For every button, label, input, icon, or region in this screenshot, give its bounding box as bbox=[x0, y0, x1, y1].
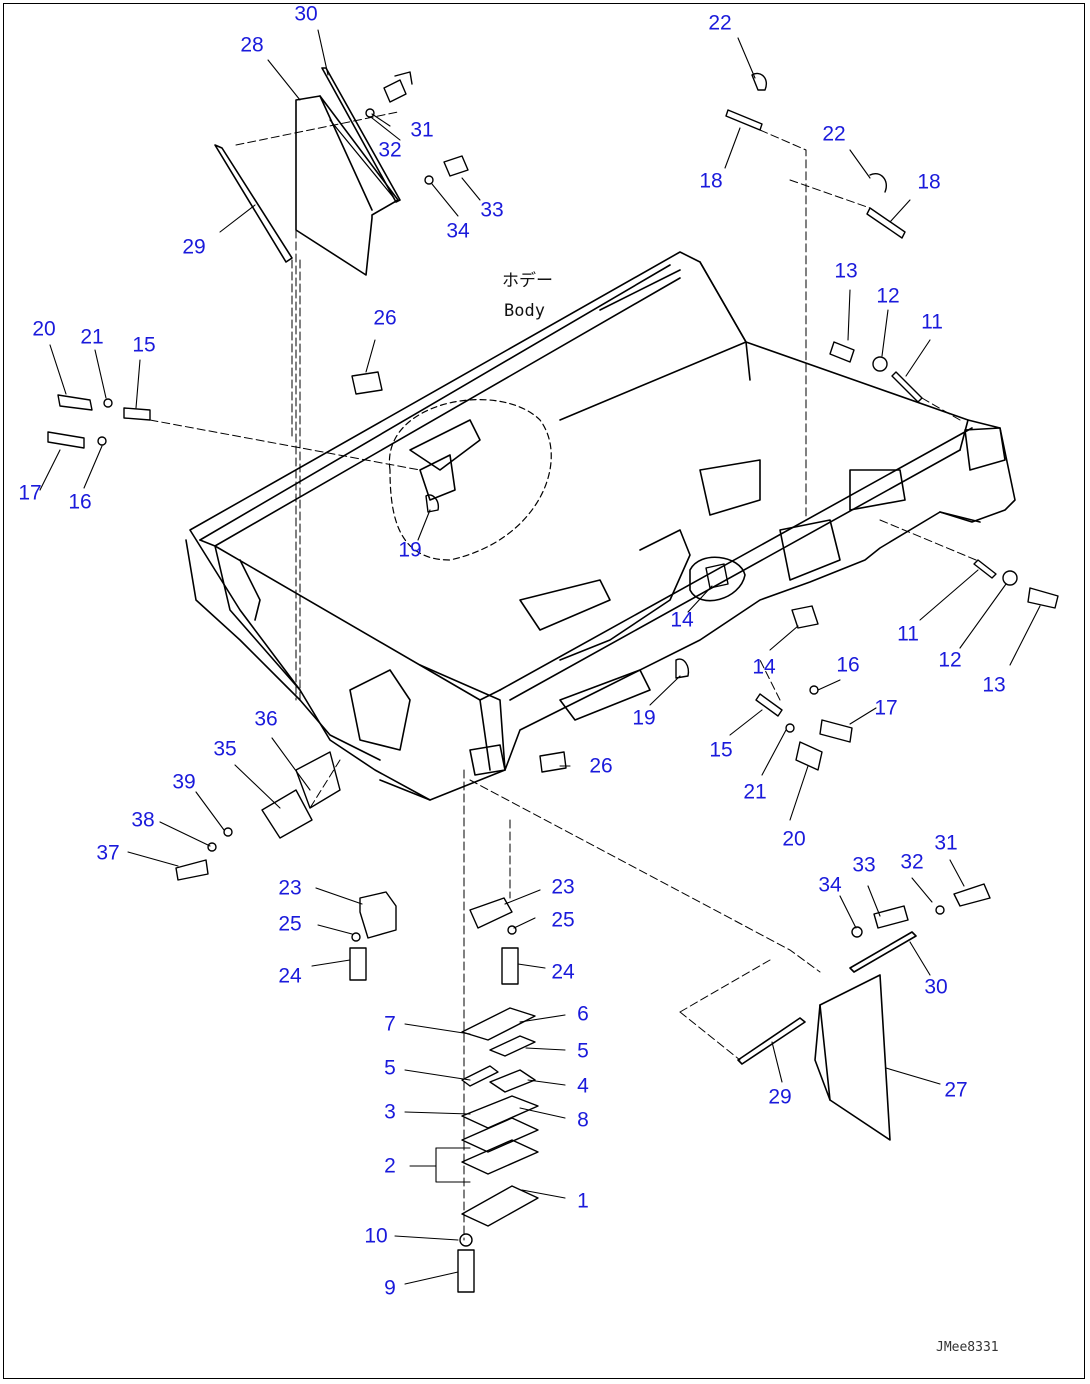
diagram-frame bbox=[3, 3, 1085, 1379]
callout-24b: 24 bbox=[551, 960, 575, 984]
callout-25: 25 bbox=[278, 912, 302, 936]
callout-33b: 33 bbox=[852, 853, 876, 877]
callout-11: 11 bbox=[921, 310, 943, 334]
callout-16: 16 bbox=[68, 490, 92, 514]
callout-24: 24 bbox=[278, 964, 302, 988]
callout-29: 29 bbox=[182, 235, 206, 259]
bracket-left-29 bbox=[214, 144, 293, 263]
callout-4: 4 bbox=[577, 1074, 589, 1098]
bracket-right-29 bbox=[737, 1017, 806, 1065]
body-label-en: Body bbox=[504, 301, 545, 321]
callout-22: 22 bbox=[708, 11, 732, 35]
callout-35: 35 bbox=[213, 737, 237, 761]
callout-6: 6 bbox=[577, 1002, 589, 1026]
callout-31: 31 bbox=[410, 118, 434, 142]
callout-28: 28 bbox=[240, 33, 264, 57]
bracket-right-30 bbox=[849, 931, 917, 973]
callout-19: 19 bbox=[398, 538, 422, 562]
callout-20b: 20 bbox=[782, 827, 806, 851]
callout-8: 8 bbox=[577, 1108, 589, 1132]
callout-2: 2 bbox=[384, 1154, 396, 1178]
callout-18: 18 bbox=[699, 169, 723, 193]
callout-25b: 25 bbox=[551, 908, 575, 932]
flap-upper-left bbox=[295, 95, 399, 276]
bracket-left-30 bbox=[321, 67, 401, 203]
callout-30: 30 bbox=[294, 2, 318, 26]
callout-30b: 30 bbox=[924, 975, 948, 999]
callout-12b: 12 bbox=[938, 648, 962, 672]
callout-33: 33 bbox=[480, 198, 504, 222]
callout-38: 38 bbox=[131, 808, 155, 832]
callout-34b: 34 bbox=[818, 873, 842, 897]
callout-13: 13 bbox=[834, 259, 858, 283]
hardware bbox=[47, 71, 1059, 1293]
callout-18b: 18 bbox=[917, 170, 941, 194]
callout-29b: 29 bbox=[768, 1085, 792, 1109]
callout-26: 26 bbox=[373, 306, 397, 330]
callout-31b: 31 bbox=[934, 831, 958, 855]
callout-23b: 23 bbox=[551, 875, 575, 899]
callout-19b: 19 bbox=[632, 706, 656, 730]
callout-32b: 32 bbox=[900, 850, 924, 874]
callout-10: 10 bbox=[364, 1224, 388, 1248]
callout-27: 27 bbox=[944, 1078, 968, 1102]
callout-5b: 5 bbox=[577, 1039, 589, 1063]
callout-9: 9 bbox=[384, 1276, 396, 1300]
callout-23: 23 bbox=[278, 876, 302, 900]
callout-1: 1 bbox=[577, 1189, 589, 1213]
flap-lower-right bbox=[814, 974, 891, 1141]
leader-lines bbox=[39, 29, 1041, 1285]
callout-11b: 11 bbox=[897, 622, 919, 646]
drawing-code: JMee8331 bbox=[936, 1340, 999, 1355]
callout-20: 20 bbox=[32, 317, 56, 341]
callout-26b: 26 bbox=[589, 754, 613, 778]
callout-21: 21 bbox=[80, 325, 104, 349]
callout-15b: 15 bbox=[709, 738, 733, 762]
callout-37: 37 bbox=[96, 841, 120, 865]
assembly-lines bbox=[149, 111, 977, 1241]
callout-17: 17 bbox=[18, 481, 42, 505]
callout-16b: 16 bbox=[836, 653, 860, 677]
callout-14b: 14 bbox=[752, 655, 776, 679]
callout-13b: 13 bbox=[982, 673, 1006, 697]
callout-34: 34 bbox=[446, 219, 470, 243]
callout-22b: 22 bbox=[822, 122, 846, 146]
callout-39: 39 bbox=[172, 770, 196, 794]
body-label-jp: ホデー bbox=[502, 271, 553, 291]
callout-15: 15 bbox=[132, 333, 156, 357]
callout-14: 14 bbox=[670, 608, 694, 632]
dump-body bbox=[185, 251, 1016, 801]
callout-17b: 17 bbox=[874, 696, 898, 720]
callout-36: 36 bbox=[254, 707, 278, 731]
callout-3: 3 bbox=[384, 1100, 396, 1124]
callout-12: 12 bbox=[876, 284, 900, 308]
callout-7: 7 bbox=[384, 1012, 396, 1036]
callout-21b: 21 bbox=[743, 780, 767, 804]
callout-5: 5 bbox=[384, 1056, 396, 1080]
callout-32: 32 bbox=[378, 138, 402, 162]
